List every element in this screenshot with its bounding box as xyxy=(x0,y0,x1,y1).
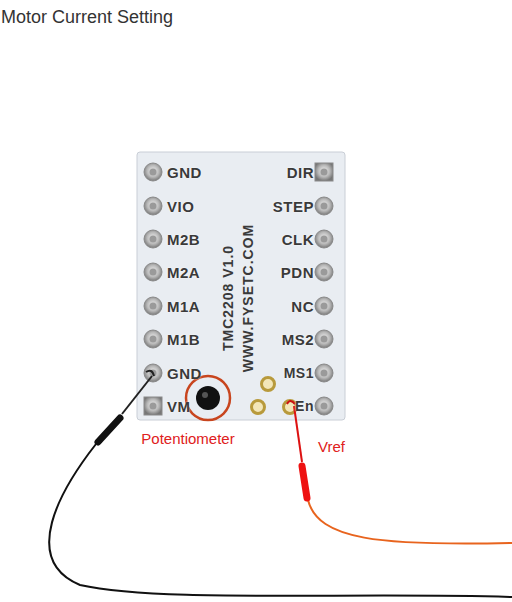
pin-pad xyxy=(144,163,162,181)
pad-hole xyxy=(150,236,157,243)
solder-pad xyxy=(262,378,275,391)
red-probe-hook xyxy=(294,406,302,462)
pin-pad xyxy=(144,397,162,415)
pin-name: MS1 xyxy=(284,365,314,381)
pin-name: M1A xyxy=(167,298,200,315)
black-wire xyxy=(49,444,512,597)
orange-wire xyxy=(308,500,512,544)
pin-pad xyxy=(315,330,333,348)
pin-name: M2A xyxy=(167,264,200,281)
round-pad xyxy=(315,230,333,248)
pin-pad xyxy=(315,364,333,382)
board-marking: WWW.FYSETC.COM xyxy=(240,224,256,373)
pin-pad xyxy=(144,330,162,348)
potentiometer-slot xyxy=(202,392,208,398)
round-pad xyxy=(315,197,333,215)
callout-label: Potentiometer xyxy=(141,430,234,447)
pin-name: DIR xyxy=(287,164,314,181)
round-pad xyxy=(315,397,333,415)
pad-hole xyxy=(150,303,157,310)
pin-pad xyxy=(144,230,162,248)
pin-name: STEP xyxy=(273,198,314,215)
pin-pad xyxy=(144,197,162,215)
driver-board xyxy=(137,152,345,420)
pin-name: CLK xyxy=(282,231,314,248)
callout-label: Vref xyxy=(318,438,345,455)
pin-pad xyxy=(315,263,333,281)
pin-name: GND xyxy=(167,365,202,382)
board-marking: TMC2208 V1.0 xyxy=(220,245,236,351)
pin-name: GND xyxy=(167,164,202,181)
pad-hole xyxy=(321,203,328,210)
pin-pads xyxy=(144,163,333,415)
potentiometer-knob xyxy=(196,386,220,410)
pin-pad xyxy=(144,297,162,315)
round-pad xyxy=(144,364,162,382)
solder-pad xyxy=(252,401,265,414)
round-pad xyxy=(315,364,333,382)
square-pad xyxy=(315,163,333,181)
pin-pad xyxy=(315,163,333,181)
round-pad xyxy=(144,230,162,248)
pad-hole xyxy=(150,336,157,343)
pin-name: M1B xyxy=(167,331,200,348)
round-pad xyxy=(144,297,162,315)
pin-name: VIO xyxy=(167,198,194,215)
pad-hole xyxy=(150,203,157,210)
pin-name: PDN xyxy=(281,264,314,281)
pin-pad xyxy=(315,230,333,248)
pin-pad xyxy=(315,297,333,315)
round-pad xyxy=(144,197,162,215)
round-pad xyxy=(144,163,162,181)
pin-pad xyxy=(144,263,162,281)
black-probe-body xyxy=(98,418,120,442)
red-probe-tip xyxy=(287,401,295,404)
pin-pad xyxy=(315,397,333,415)
highlight-ring xyxy=(186,376,230,420)
round-pad xyxy=(315,297,333,315)
pad-hole xyxy=(321,169,328,176)
pad-hole xyxy=(321,269,328,276)
pad-hole xyxy=(150,403,157,410)
pin-name: NC xyxy=(291,298,314,315)
pin-name: M2B xyxy=(167,231,200,248)
pad-hole xyxy=(321,303,328,310)
round-pad xyxy=(144,330,162,348)
round-pad xyxy=(144,263,162,281)
black-probe-tip xyxy=(146,371,154,376)
round-pad xyxy=(315,263,333,281)
pad-hole xyxy=(321,236,328,243)
round-pad xyxy=(315,330,333,348)
pin-pad xyxy=(144,364,162,382)
pin-name: MS2 xyxy=(282,331,314,348)
pin-name: VM xyxy=(167,398,191,415)
pin-name: En xyxy=(295,398,314,414)
trim-pads xyxy=(252,378,297,414)
pad-hole xyxy=(321,370,328,377)
black-probe-hook xyxy=(122,376,152,414)
pad-hole xyxy=(321,336,328,343)
square-pad xyxy=(144,397,162,415)
pin-pad xyxy=(315,197,333,215)
pad-hole xyxy=(150,269,157,276)
page-title: Motor Current Setting xyxy=(1,7,173,28)
pad-hole xyxy=(150,169,157,176)
pad-hole xyxy=(321,403,328,410)
red-probe-body xyxy=(302,466,307,498)
